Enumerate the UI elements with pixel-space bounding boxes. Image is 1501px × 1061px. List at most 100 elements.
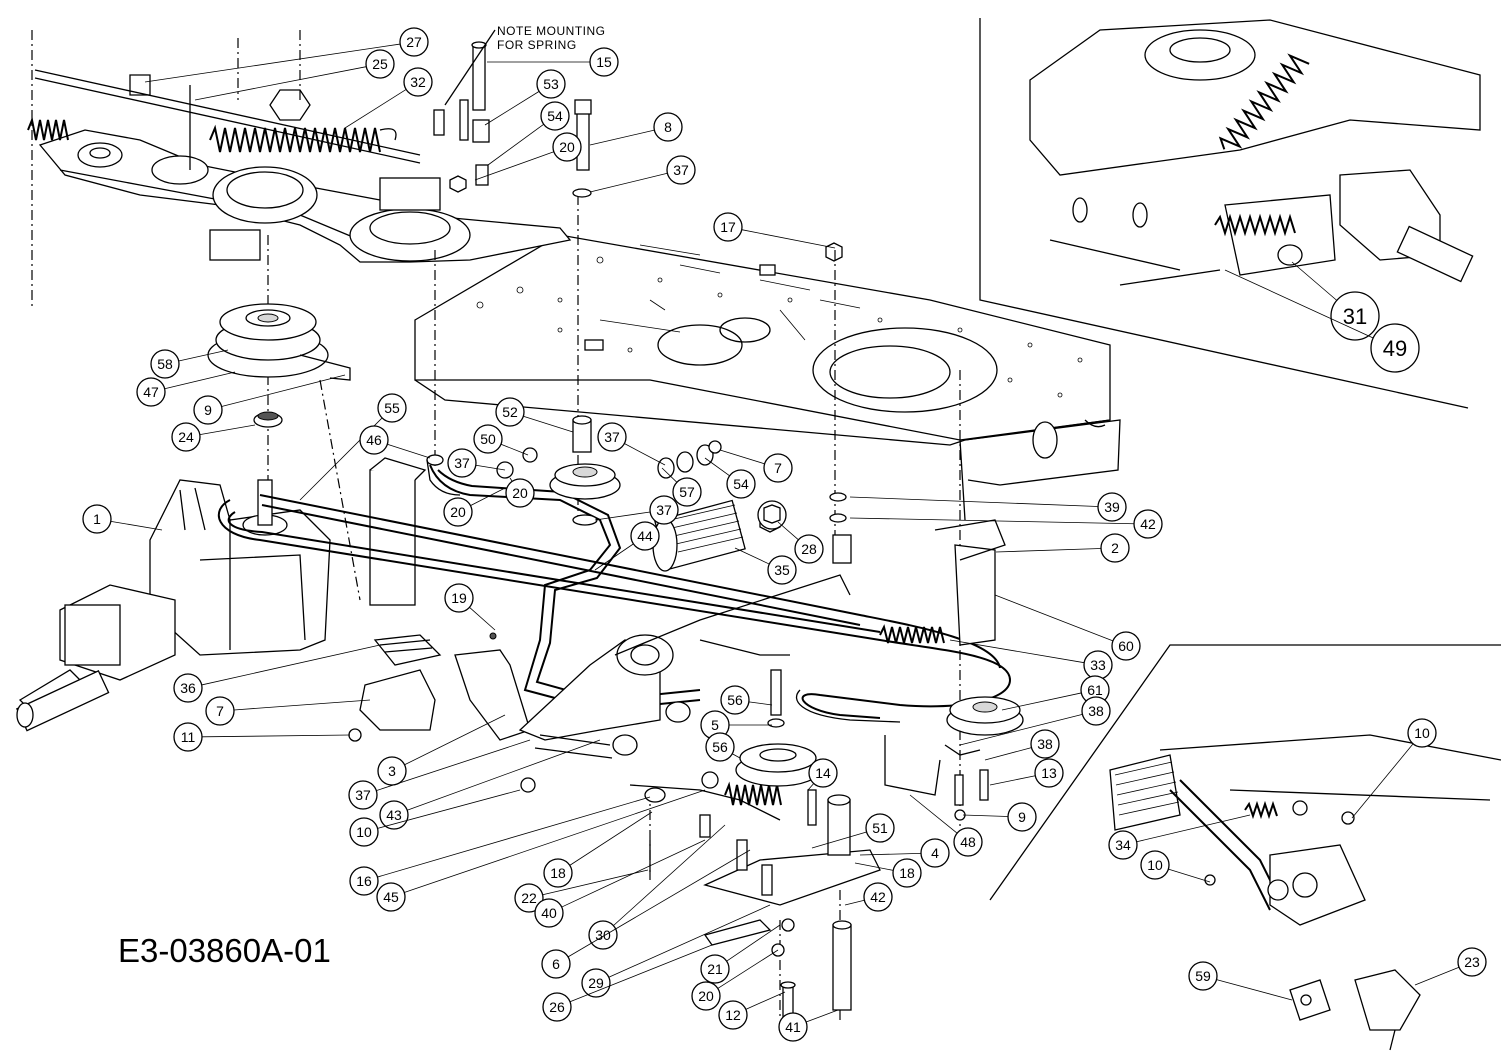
callout-leader (569, 811, 653, 866)
callout-balloon (443, 497, 473, 527)
callout-leader (1001, 692, 1082, 711)
callout-balloon (720, 685, 750, 715)
callout-number: 27 (406, 34, 422, 50)
callout-10: 10 (1140, 850, 1211, 883)
callout-45: 45 (376, 789, 706, 912)
callout-number: 54 (733, 476, 749, 492)
callout-leader (201, 644, 381, 686)
callout-36: 36 (173, 644, 381, 703)
callout-balloon (365, 49, 395, 79)
callout-number: 55 (384, 400, 400, 416)
callout-number: 5 (711, 717, 719, 733)
callout-balloon (447, 448, 477, 478)
callout-32: 32 (344, 67, 433, 129)
callout-balloon (1407, 718, 1437, 748)
callout-balloon (399, 27, 429, 57)
callout-number: 9 (1018, 809, 1026, 825)
callout-17: 17 (713, 212, 836, 249)
callout-balloon (376, 882, 406, 912)
callout-39: 39 (849, 492, 1127, 522)
callout-leader (805, 1009, 839, 1023)
callout-leader (1351, 743, 1414, 819)
callout-balloon (863, 882, 893, 912)
callout-number: 12 (725, 1007, 741, 1023)
callout-balloon (542, 992, 572, 1022)
callout-number: 46 (366, 432, 382, 448)
callout-leader (777, 521, 799, 541)
lower-pulleys (735, 492, 1024, 821)
callout-balloon (1030, 729, 1060, 759)
callout-leader (608, 904, 771, 978)
callout-leader (989, 775, 1036, 786)
callout-number: 22 (521, 890, 537, 906)
callout-balloon (136, 377, 166, 407)
callout-leader (909, 794, 958, 834)
callout-leader (995, 548, 1102, 553)
callout-leader (661, 467, 678, 483)
callout-balloon (348, 780, 378, 810)
callout-balloon (588, 920, 618, 950)
callout-number: 39 (1104, 499, 1120, 515)
callout-61: 61 (1001, 675, 1110, 711)
callout-balloon (892, 858, 922, 888)
engine-pulley-assembly (207, 303, 351, 428)
callout-19: 19 (444, 583, 496, 631)
callout-leader (849, 517, 1135, 525)
callout-number: 20 (559, 139, 575, 155)
callout-41: 41 (778, 1009, 839, 1042)
callout-balloon (920, 838, 950, 868)
callout-balloon (778, 1012, 808, 1042)
callout-leader (567, 849, 751, 958)
callout-leader (704, 457, 730, 477)
mounting-note: NOTE MOUNTING FOR SPRING (444, 24, 605, 106)
callout-7: 7 (205, 696, 371, 726)
callout-54: 54 (704, 457, 756, 499)
callout-10: 10 (349, 789, 521, 847)
callout-leader (344, 89, 407, 129)
callout-1: 1 (82, 504, 163, 534)
callout-9: 9 (193, 374, 346, 425)
callout-leader (387, 443, 431, 459)
callout-43: 43 (379, 739, 601, 830)
callout-leader (569, 944, 713, 1003)
callout-leader (741, 229, 836, 249)
callout-balloon (672, 477, 702, 507)
callout-leader (178, 349, 229, 362)
callout-number: 31 (1343, 304, 1367, 329)
callout-20: 20 (691, 949, 779, 1011)
callout-18: 18 (854, 858, 922, 888)
pulley-idler-plate (34, 69, 572, 263)
callout-leader (594, 511, 651, 521)
callout-leader (376, 739, 531, 792)
callout-number: 21 (707, 961, 723, 977)
callout-46: 46 (359, 425, 431, 459)
callout-balloon (82, 504, 112, 534)
callout-leader (487, 123, 544, 166)
callout-number: 33 (1090, 657, 1106, 673)
callout-leader (589, 172, 668, 193)
callout-24: 24 (171, 422, 256, 452)
callout-20: 20 (474, 132, 582, 181)
callout-47: 47 (136, 371, 236, 407)
callout-20: 20 (443, 487, 506, 527)
callout-number: 2 (1111, 540, 1119, 556)
callout-balloon (349, 817, 379, 847)
callout-leader (748, 701, 773, 706)
callout-leader (589, 129, 655, 146)
callout-balloon (763, 453, 793, 483)
callout-leader (1168, 868, 1211, 883)
callout-balloon (536, 69, 566, 99)
callout-25: 25 (194, 49, 395, 101)
callout-leader (561, 839, 706, 908)
chassis-frame (414, 234, 1121, 521)
callout-number: 18 (899, 865, 915, 881)
callout-number: 37 (355, 787, 371, 803)
callout-leader (1414, 966, 1460, 986)
callout-leader (404, 714, 506, 766)
callout-number: 20 (450, 504, 466, 520)
callout-number: 56 (727, 692, 743, 708)
callout-leader (404, 789, 706, 893)
callout-balloon (1133, 509, 1163, 539)
